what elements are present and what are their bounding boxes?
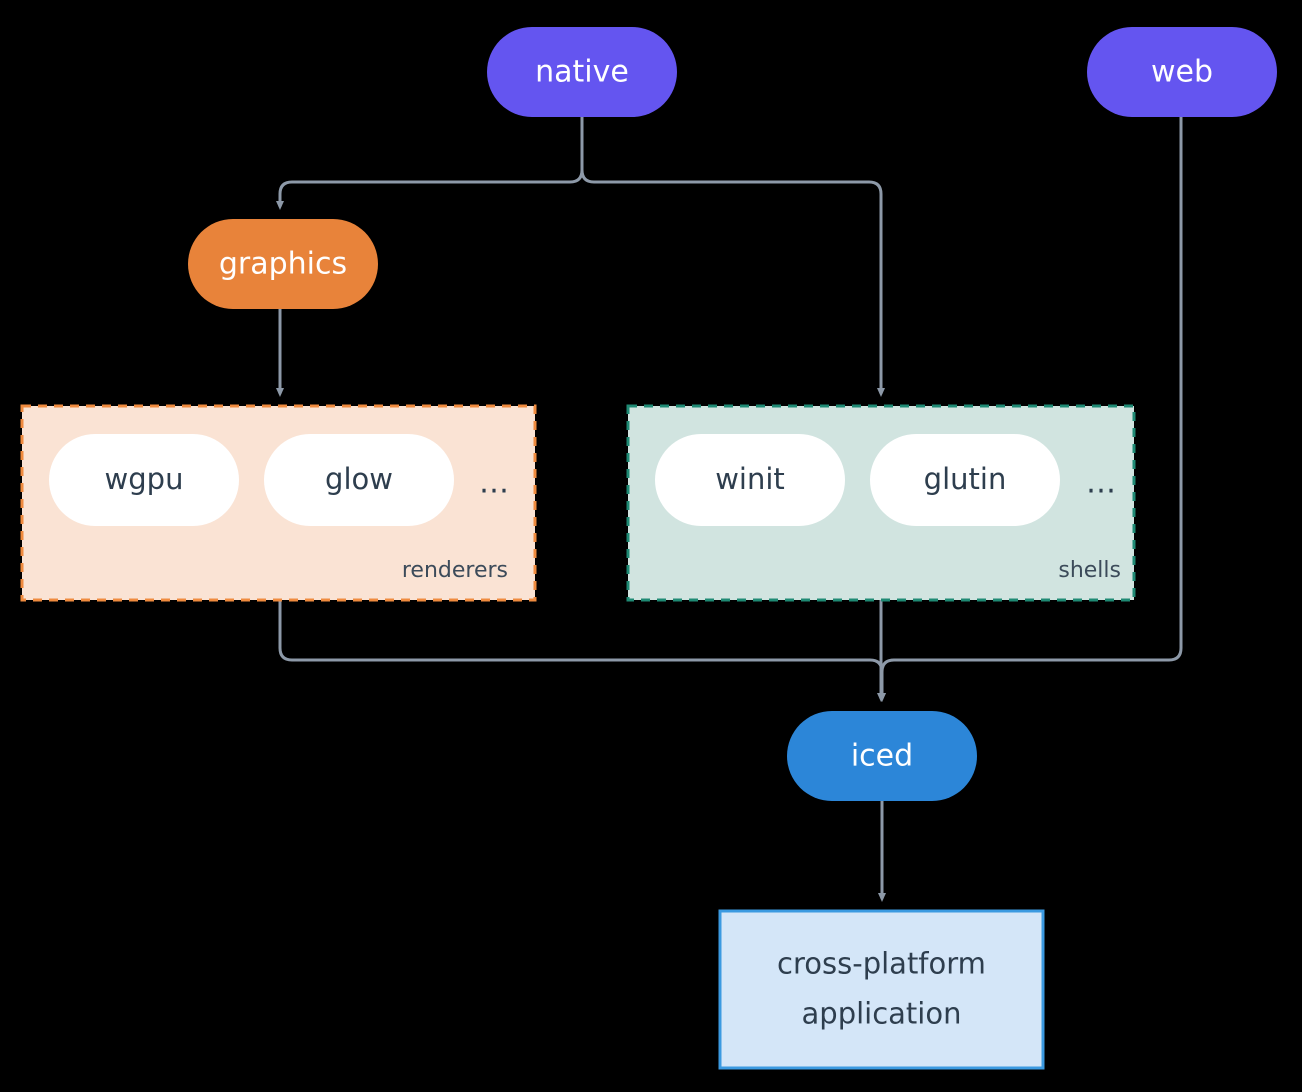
node-native[interactable]: native (487, 27, 677, 117)
pill-glow[interactable] (264, 434, 454, 526)
node-shape-web[interactable] (1087, 27, 1277, 117)
edges-layer (276, 117, 1183, 902)
edge-web-to-iced (878, 117, 1183, 702)
node-iced[interactable]: iced (787, 711, 977, 801)
edge-native-to-graphics (276, 117, 584, 210)
node-graphics[interactable]: graphics (188, 219, 378, 309)
pill-winit[interactable] (655, 434, 845, 526)
pill-glutin[interactable] (870, 434, 1060, 526)
node-shape-iced[interactable] (787, 711, 977, 801)
edge-native-to-shells (580, 117, 885, 397)
node-web[interactable]: web (1087, 27, 1277, 117)
pill-wgpu[interactable] (49, 434, 239, 526)
edge-renderers-to-iced (278, 600, 886, 702)
node-shape-graphics[interactable] (188, 219, 378, 309)
node-shape-application[interactable] (718, 909, 1045, 1070)
node-shape-native[interactable] (487, 27, 677, 117)
